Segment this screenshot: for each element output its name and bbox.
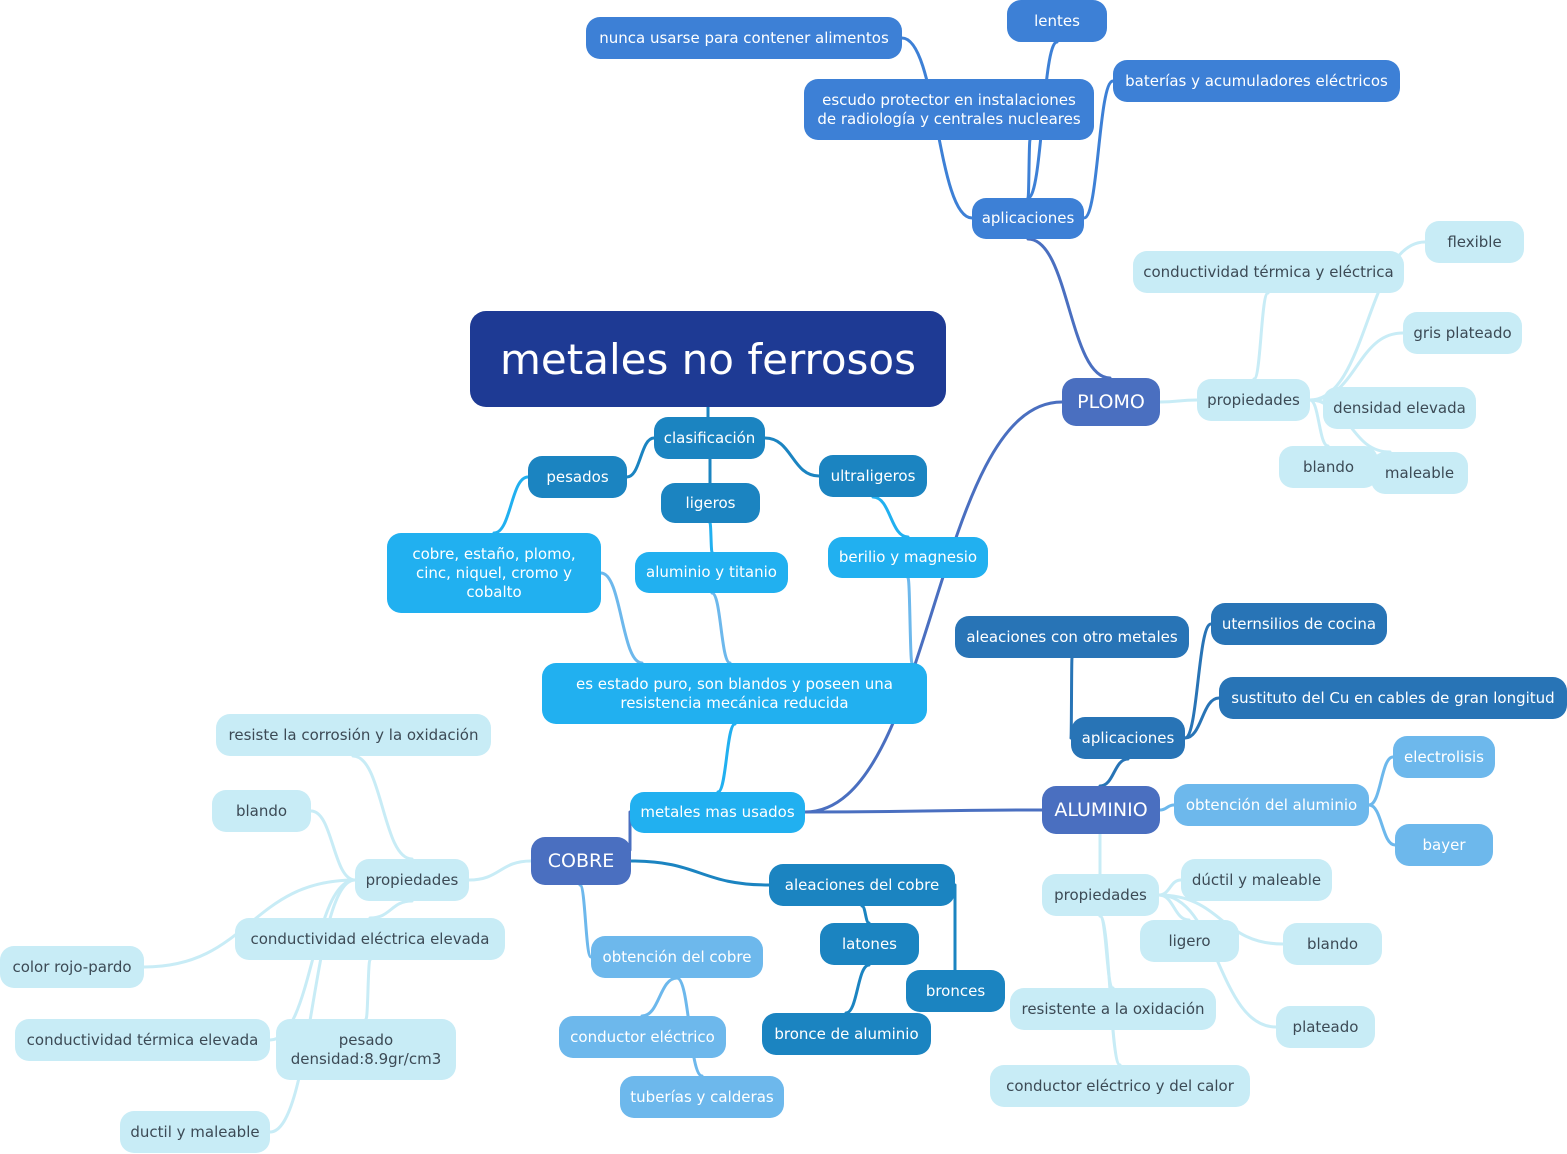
connector-line xyxy=(1026,237,1112,380)
connector-line xyxy=(763,436,821,478)
node-aluminio-obtencion[interactable]: obtención del aluminio xyxy=(1174,784,1369,826)
node-plomo-lentes[interactable]: lentes xyxy=(1007,0,1107,42)
node-plomo-densidad[interactable]: densidad elevada xyxy=(1323,387,1476,429)
node-plomo-maleable[interactable]: maleable xyxy=(1371,452,1468,494)
node-aluminio-sustituto[interactable]: sustituto del Cu en cables de gran longi… xyxy=(1219,677,1567,719)
node-cobre[interactable]: COBRE xyxy=(531,837,631,885)
node-aluminio-conductor[interactable]: conductor eléctrico y del calor xyxy=(990,1065,1250,1107)
node-pesados[interactable]: pesados xyxy=(528,456,627,498)
connector-line xyxy=(1158,398,1199,404)
connector-line xyxy=(351,754,414,861)
connector-line xyxy=(710,591,732,665)
node-plomo-baterias[interactable]: baterías y acumuladores eléctricos xyxy=(1113,60,1400,102)
connector-line xyxy=(1183,622,1213,740)
connector-line xyxy=(803,400,1064,814)
node-aluminio-bayer[interactable]: bayer xyxy=(1395,824,1493,866)
node-plomo-escudo[interactable]: escudo protector en instalaciones de rad… xyxy=(804,79,1094,140)
connector-line xyxy=(640,976,679,1018)
node-cobre-cond-electrica[interactable]: conductividad eléctrica elevada xyxy=(235,918,505,960)
node-plomo-aplicaciones[interactable]: aplicaciones xyxy=(972,198,1084,239)
connector-line xyxy=(1082,79,1115,220)
node-aluminio-ductil[interactable]: dúctil y maleable xyxy=(1181,859,1332,901)
node-cobre-bronce-aluminio[interactable]: bronce de aluminio xyxy=(762,1013,931,1055)
connector-line xyxy=(309,809,357,882)
node-cobre-pesado[interactable]: pesado densidad:8.9gr/cm3 xyxy=(276,1019,456,1080)
connector-line xyxy=(1157,893,1285,946)
node-cobre-cond-termica[interactable]: conductividad térmica elevada xyxy=(15,1019,270,1061)
node-cobre-blando[interactable]: blando xyxy=(212,790,311,832)
connector-line xyxy=(625,436,656,479)
node-ultraligeros-list[interactable]: berilio y magnesio xyxy=(828,537,988,578)
node-aluminio-ligero[interactable]: ligero xyxy=(1140,920,1239,962)
node-aluminio-plateado[interactable]: plateado xyxy=(1276,1006,1375,1048)
connector-line xyxy=(708,521,714,554)
node-cobre-bronces[interactable]: bronces xyxy=(906,970,1005,1012)
connector-line xyxy=(1158,803,1176,812)
node-cobre-ductil[interactable]: ductil y maleable xyxy=(120,1111,270,1153)
node-aluminio-blando[interactable]: blando xyxy=(1283,923,1382,965)
node-cobre-obtencion[interactable]: obtención del cobre xyxy=(591,936,763,978)
node-aluminio[interactable]: ALUMINIO xyxy=(1042,786,1160,834)
node-aluminio-electrolisis[interactable]: electrolisis xyxy=(1393,736,1495,778)
connector-line xyxy=(492,475,530,535)
node-plomo-gris[interactable]: gris plateado xyxy=(1403,312,1522,354)
node-aluminio-resistente[interactable]: resistente a la oxidación xyxy=(1010,988,1216,1030)
node-cobre-conductor[interactable]: conductor eléctrico xyxy=(559,1016,726,1058)
connector-line xyxy=(1252,291,1270,381)
connector-line xyxy=(364,958,372,1021)
node-aluminio-utensilios[interactable]: uternsilios de cocina xyxy=(1211,603,1387,645)
node-plomo-blando[interactable]: blando xyxy=(1279,446,1378,488)
node-cobre-tuberias[interactable]: tuberías y calderas xyxy=(620,1076,784,1118)
node-estado-puro[interactable]: es estado puro, son blandos y poseen una… xyxy=(542,663,927,724)
node-ligeros[interactable]: ligeros xyxy=(661,483,760,523)
node-ligeros-list[interactable]: aluminio y titanio xyxy=(635,552,788,593)
node-cobre-corrosion[interactable]: resiste la corrosión y la oxidación xyxy=(216,714,491,756)
node-plomo[interactable]: PLOMO xyxy=(1062,378,1160,426)
node-plomo-propiedades[interactable]: propiedades xyxy=(1197,379,1310,421)
node-metales-mas-usados[interactable]: metales mas usados xyxy=(630,792,805,833)
connector-line xyxy=(1367,803,1397,847)
connector-line xyxy=(860,904,871,925)
connector-line xyxy=(906,576,914,665)
connector-line xyxy=(578,883,593,959)
node-aluminio-aplicaciones[interactable]: aplicaciones xyxy=(1071,717,1185,759)
connector-line xyxy=(1026,138,1032,200)
connector-line xyxy=(871,495,910,539)
node-plomo-flexible[interactable]: flexible xyxy=(1425,221,1524,263)
connector-line xyxy=(844,963,871,1015)
node-aluminio-aleaciones[interactable]: aleaciones con otro metales xyxy=(955,616,1189,658)
node-pesados-list[interactable]: cobre, estaño, plomo, cinc, niquel, crom… xyxy=(387,533,601,613)
connector-line xyxy=(629,859,771,887)
connector-line xyxy=(803,808,1044,814)
connector-line xyxy=(268,878,357,1134)
connector-line xyxy=(1367,755,1395,807)
node-plomo-conductividad[interactable]: conductividad térmica y eléctrica xyxy=(1133,251,1404,293)
connector-line xyxy=(1157,878,1183,897)
node-ultraligeros[interactable]: ultraligeros xyxy=(819,455,927,497)
node-plomo-nunca[interactable]: nunca usarse para contener alimentos xyxy=(586,17,902,59)
connector-line xyxy=(467,859,533,882)
connector-line xyxy=(716,722,737,794)
node-aluminio-propiedades[interactable]: propiedades xyxy=(1042,874,1159,916)
connector-line xyxy=(599,571,644,665)
connector-line xyxy=(1183,696,1221,740)
node-cobre-latones[interactable]: latones xyxy=(820,923,919,965)
node-cobre-color[interactable]: color rojo-pardo xyxy=(0,946,144,988)
connector-line xyxy=(268,878,357,1042)
node-clasificacion[interactable]: clasificación xyxy=(654,417,765,459)
map-title[interactable]: metales no ferrosos xyxy=(470,311,946,407)
connector-line xyxy=(1098,757,1130,788)
node-cobre-propiedades[interactable]: propiedades xyxy=(355,859,469,901)
node-cobre-aleaciones[interactable]: aleaciones del cobre xyxy=(769,864,955,906)
connector-line xyxy=(368,899,414,920)
